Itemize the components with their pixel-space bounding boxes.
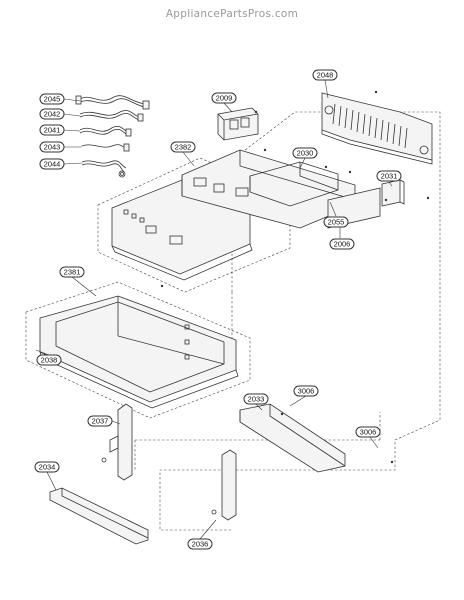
svg-text:2038: 2038 (41, 356, 58, 365)
callout-3006-lower: 3006 (355, 426, 381, 438)
callout-2038: 2038 (36, 354, 62, 366)
svg-text:2042: 2042 (44, 110, 61, 119)
assembly-outline (159, 111, 441, 531)
svg-text:2031: 2031 (381, 172, 398, 181)
svg-text:2381: 2381 (64, 268, 81, 277)
svg-text:2055: 2055 (328, 218, 345, 227)
svg-text:2037: 2037 (92, 417, 109, 426)
callout-2048: 2048 (312, 69, 338, 81)
callout-2055: 2055 (323, 216, 349, 228)
bracket-2031 (381, 179, 405, 207)
svg-text:2030: 2030 (297, 149, 314, 158)
wire-harness-2044 (81, 160, 127, 178)
control-board-2030 (181, 149, 356, 229)
svg-text:2044: 2044 (44, 160, 61, 169)
svg-text:2382: 2382 (175, 143, 192, 152)
svg-text:3006: 3006 (298, 387, 315, 396)
wire-harness-2041 (79, 125, 132, 137)
callout-2030: 2030 (292, 147, 318, 159)
svg-text:3006: 3006 (360, 428, 377, 437)
bottom-rail-2034 (49, 487, 149, 545)
svg-text:2045: 2045 (44, 95, 61, 104)
svg-text:2033: 2033 (248, 395, 265, 404)
screw-markers (160, 90, 430, 464)
leader-lines (35, 79, 393, 540)
svg-text:2048: 2048 (317, 71, 334, 80)
callout-2042: 2042 (39, 108, 65, 120)
callout-2037: 2037 (87, 415, 113, 427)
callout-2006: 2006 (329, 238, 355, 250)
rear-vent-panel-2048 (321, 92, 433, 165)
callout-2034: 2034 (34, 461, 60, 473)
callout-3006-upper: 3006 (293, 385, 319, 397)
wire-harness-2043 (81, 143, 130, 152)
callout-2043: 2043 (39, 141, 65, 153)
callout-2031: 2031 (376, 170, 402, 182)
vertical-bracket-2036 (211, 449, 237, 521)
watermark-text: AppliancePartsPros.com (166, 8, 298, 20)
callout-2009: 2009 (211, 92, 237, 104)
lower-control-frame-2381 (25, 281, 251, 419)
svg-text:2009: 2009 (216, 94, 233, 103)
wire-harness-2042 (79, 110, 144, 122)
callout-2036: 2036 (187, 538, 213, 550)
svg-text:2043: 2043 (44, 143, 61, 152)
svg-text:2041: 2041 (44, 126, 61, 135)
callout-2044: 2044 (39, 158, 65, 170)
svg-text:2006: 2006 (334, 240, 351, 249)
callout-2045: 2045 (39, 93, 65, 105)
lower-rail-2033 (239, 403, 346, 473)
control-module-2009 (217, 107, 259, 141)
callout-2382: 2382 (170, 141, 196, 153)
wire-harness-2045 (75, 95, 150, 110)
callout-2381: 2381 (59, 266, 85, 278)
svg-text:2034: 2034 (39, 463, 56, 472)
callout-2033: 2033 (243, 393, 269, 405)
callout-2041: 2041 (39, 124, 65, 136)
svg-text:2036: 2036 (192, 540, 209, 549)
side-bracket-2037 (101, 403, 133, 481)
assembly-outline-inner (134, 292, 381, 470)
